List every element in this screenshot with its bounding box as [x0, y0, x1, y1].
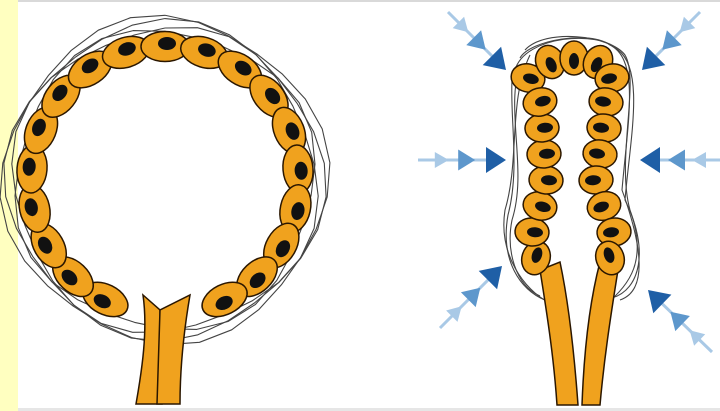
- contraction-arrow-icon: [418, 147, 506, 173]
- nucleus-icon: [158, 37, 176, 50]
- duct-wall-left: [540, 262, 578, 405]
- secretory-cell-icon: [524, 113, 560, 144]
- arrow-head: [668, 150, 685, 171]
- secretory-cell-icon: [578, 165, 614, 196]
- arrow-head: [640, 147, 660, 173]
- relaxed-alveolus: [0, 15, 330, 404]
- secretory-cell-icon: [526, 139, 562, 170]
- secretory-cell-icon: [586, 112, 623, 144]
- arrow-head: [486, 147, 506, 173]
- arrow-head: [458, 150, 475, 171]
- secretory-cell-icon: [514, 217, 550, 248]
- contracted-alveolus: [418, 12, 720, 405]
- myoepithelial-fiber: [0, 15, 330, 344]
- secretory-cell-icon: [528, 165, 564, 196]
- arrow-shaft: [440, 272, 496, 328]
- duct-wall-right: [582, 262, 618, 405]
- contraction-arrow-icon: [648, 290, 712, 352]
- myoepithelial-fiber: [4, 19, 326, 342]
- contraction-arrow-icon: [440, 266, 502, 328]
- arrow-shaft: [654, 296, 712, 352]
- duct-wall-right: [157, 295, 190, 404]
- contraction-arrow-icon: [642, 12, 700, 70]
- contraction-arrow-icon: [448, 12, 506, 70]
- arrow-head: [692, 152, 706, 168]
- contraction-arrow-icon: [640, 147, 720, 173]
- nucleus-icon: [569, 53, 579, 69]
- arrow-head: [435, 152, 449, 168]
